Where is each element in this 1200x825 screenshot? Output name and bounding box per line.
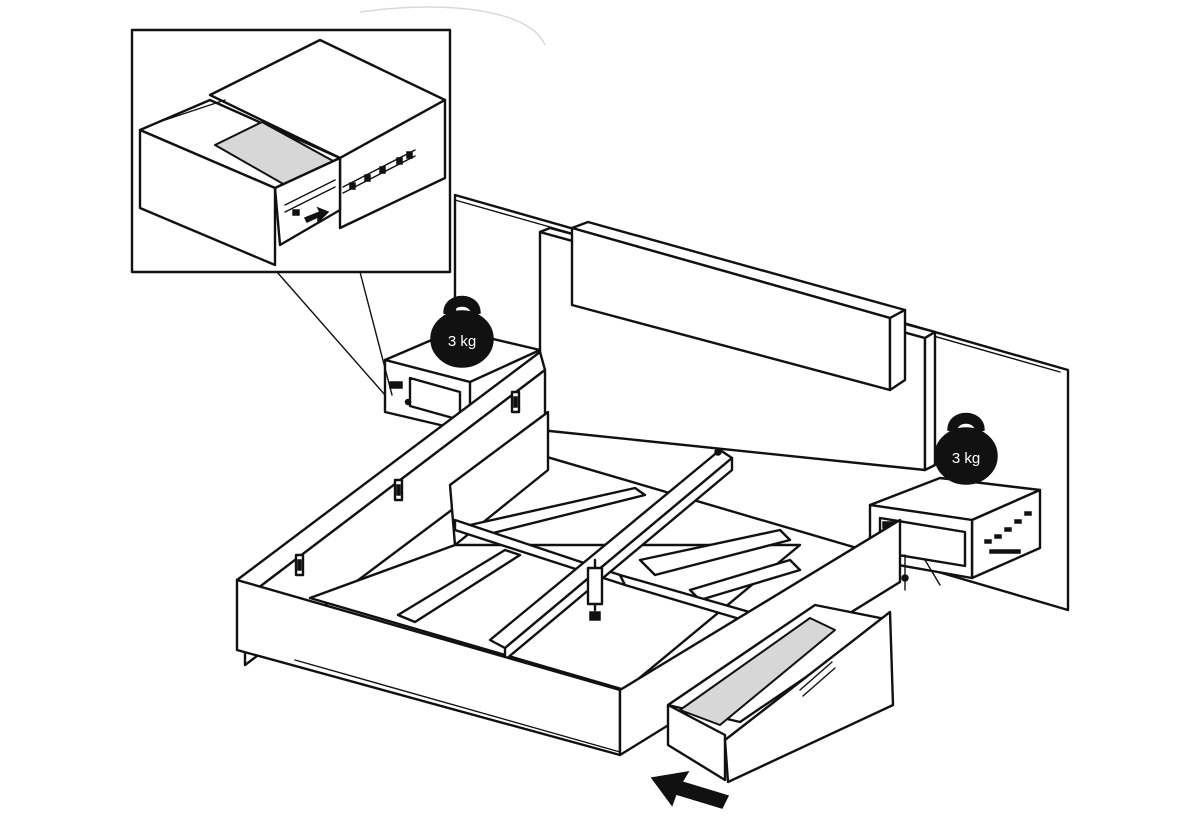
drawer-slide-icon [284,149,416,224]
kettlebell-icon: 3 kg [430,295,494,368]
detail-callout [130,28,452,396]
bracket-icons [294,390,521,577]
weight-label: 3 kg [448,333,476,350]
arrow-icon [650,770,730,809]
underbed-drawer [666,603,895,784]
headboard-cushion [570,220,907,392]
bed-frame [235,350,902,757]
kettlebell-icon: 3 kg [934,412,998,485]
weight-label: 3 kg [952,450,980,467]
